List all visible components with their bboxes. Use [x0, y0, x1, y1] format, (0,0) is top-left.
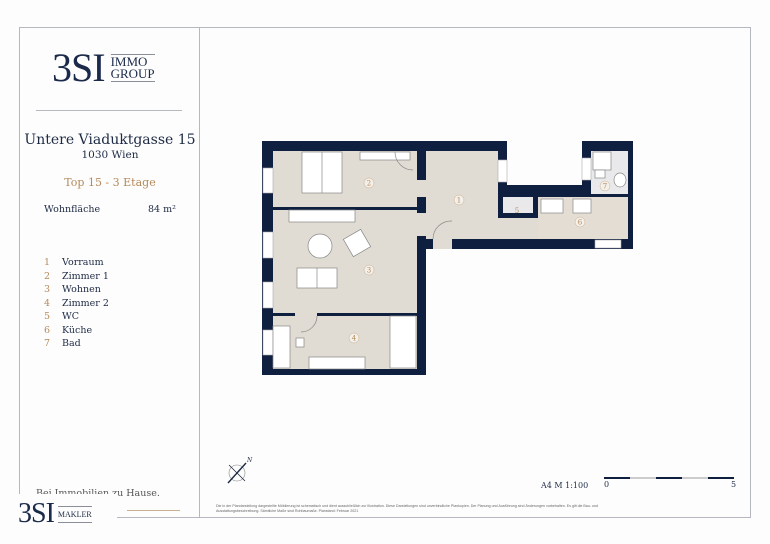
- street-address: Untere Viaduktgasse 15: [24, 132, 196, 148]
- legend-item: 4 Zimmer 2: [44, 297, 109, 311]
- room-number-5: 5: [515, 207, 519, 215]
- unit-label: Top 15 - 3 Etage: [64, 176, 156, 189]
- room-marker: [453, 194, 465, 206]
- scale-end: 5: [731, 480, 737, 489]
- scale-label: A4 M 1:100: [541, 481, 589, 490]
- accent-line: [127, 510, 180, 511]
- legend-num: 6: [44, 324, 51, 336]
- room-5: [503, 197, 533, 213]
- logo-line2: GROUP: [110, 66, 155, 81]
- scale-start: 0: [604, 480, 610, 489]
- legend-name: Bad: [62, 338, 81, 349]
- room-3: [273, 210, 417, 313]
- legend-item: 6 Küche: [44, 324, 109, 338]
- legend-num: 3: [44, 284, 51, 295]
- legend-item: 1 Vorraum: [44, 256, 109, 270]
- room-marker: [348, 332, 360, 344]
- separator: [36, 110, 182, 111]
- legend-name: Küche: [62, 324, 93, 336]
- legend-item: 2 Zimmer 1: [44, 270, 109, 284]
- panel-divider: [199, 27, 200, 518]
- room-number-7: 7: [603, 183, 607, 191]
- room-number-4: 4: [352, 335, 357, 343]
- legend-num: 1: [44, 257, 51, 268]
- city: 1030 Wien: [81, 149, 139, 161]
- room-marker: [574, 216, 586, 228]
- legend-num: 4: [44, 297, 51, 309]
- door-opening: [417, 180, 426, 197]
- room-legend: 1 Vorraum 2 Zimmer 1 3 Wohnen 4 Zimmer 2 5 WC…: [44, 256, 109, 351]
- compass-north: N: [246, 457, 253, 464]
- legend-num: 2: [44, 270, 51, 282]
- windows: [262, 157, 622, 356]
- room-marker: [599, 180, 611, 192]
- logo-line1: IMMO: [110, 54, 148, 69]
- legend-item: 3 Wohnen: [44, 283, 109, 297]
- area-value: 84 m²: [148, 204, 176, 215]
- door-opening: [433, 239, 452, 249]
- hall-extension: [498, 218, 538, 239]
- legend-item: 5 WC: [44, 310, 109, 324]
- legend-name: Zimmer 2: [62, 297, 109, 309]
- disclaimer: Die in der Plandarstellung dargestellte …: [216, 504, 598, 513]
- makler-logo-mark: 3SI: [18, 498, 55, 529]
- furniture: [272, 151, 627, 370]
- room-number-3: 3: [367, 267, 371, 275]
- legend-name: WC: [62, 311, 80, 322]
- page-frame: [19, 27, 751, 518]
- legend-name: Wohnen: [62, 284, 101, 295]
- compass-icon: N: [227, 457, 253, 484]
- room-1: [426, 151, 498, 239]
- room-number-6: 6: [578, 219, 583, 227]
- legend-num: 7: [44, 338, 51, 349]
- room-number-2: 2: [367, 180, 371, 188]
- makler-logo: 3SI MAKLER: [12, 494, 117, 534]
- door-opening: [295, 313, 317, 316]
- logo-mark: 3SI: [52, 45, 106, 90]
- scale-bar: [604, 477, 734, 479]
- tagline: Bei Immobilien zu Hause.: [36, 488, 160, 499]
- door-opening: [417, 213, 426, 236]
- room-number-1: 1: [457, 197, 461, 205]
- room-marker: [363, 177, 375, 189]
- makler-logo-text: MAKLER: [57, 505, 92, 523]
- room-marker: [363, 264, 375, 276]
- legend-item: 7 Bad: [44, 337, 109, 351]
- legend-num: 5: [44, 311, 51, 322]
- legend-name: Zimmer 1: [62, 270, 109, 282]
- area-label: Wohnfläche: [44, 204, 101, 215]
- legend-name: Vorraum: [62, 257, 104, 268]
